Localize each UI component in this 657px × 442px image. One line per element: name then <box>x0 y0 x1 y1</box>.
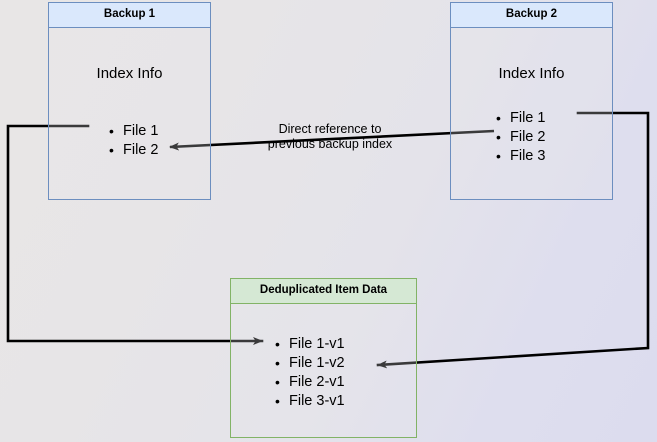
node-deduplicated-item-data[interactable]: Deduplicated Item Data File 1-v1 File 1-… <box>230 278 417 438</box>
edge-label-line-2: previous backup index <box>267 137 393 151</box>
node-backup2-file-list: File 1 File 2 File 3 <box>496 109 545 166</box>
list-item: File 2 <box>109 141 158 160</box>
node-dedup-file-list: File 1-v1 File 1-v2 File 2-v1 File 3-v1 <box>275 335 345 411</box>
node-backup1-file-list: File 1 File 2 <box>109 122 158 160</box>
node-backup1-header: Backup 1 <box>49 3 210 28</box>
list-item: File 2 <box>496 128 545 147</box>
node-backup1[interactable]: Backup 1 Index Info File 1 File 2 <box>48 2 211 200</box>
edge-label-line-1: Direct reference to <box>278 122 382 136</box>
list-item: File 1-v1 <box>275 335 345 354</box>
node-dedup-header: Deduplicated Item Data <box>231 279 416 304</box>
node-backup2-body: Index Info File 1 File 2 File 3 <box>451 28 612 200</box>
edge-label-direct-reference: Direct reference to previous backup inde… <box>250 122 410 152</box>
node-backup2-header: Backup 2 <box>451 3 612 28</box>
node-backup1-section-title: Index Info <box>96 64 163 82</box>
list-item: File 1 <box>109 122 158 141</box>
node-backup1-body: Index Info File 1 File 2 <box>49 28 210 200</box>
list-item: File 3-v1 <box>275 392 345 411</box>
list-item: File 3 <box>496 147 545 166</box>
node-backup2-section-title: Index Info <box>498 64 565 82</box>
list-item: File 1-v2 <box>275 354 345 373</box>
node-backup2[interactable]: Backup 2 Index Info File 1 File 2 File 3 <box>450 2 613 200</box>
node-dedup-body: File 1-v1 File 1-v2 File 2-v1 File 3-v1 <box>231 304 416 438</box>
list-item: File 2-v1 <box>275 373 345 392</box>
list-item: File 1 <box>496 109 545 128</box>
